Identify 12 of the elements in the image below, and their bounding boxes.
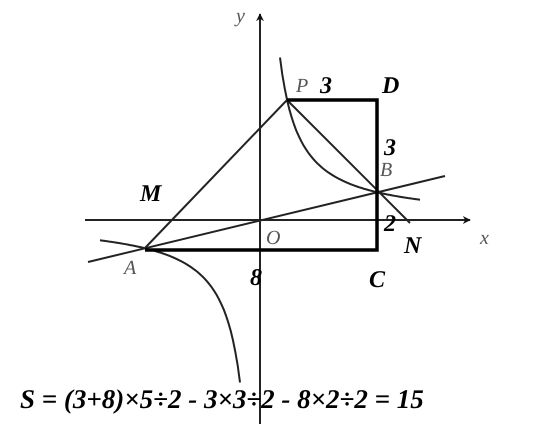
- length-label: 3: [384, 136, 396, 160]
- point-label: D: [382, 74, 400, 98]
- axis-label: y: [236, 6, 245, 26]
- point-label: P: [296, 76, 308, 96]
- point-label: C: [369, 268, 386, 292]
- point-label: O: [266, 228, 280, 248]
- axis-label: x: [480, 228, 489, 248]
- point-label: N: [404, 234, 422, 258]
- point-label: B: [380, 160, 392, 180]
- point-label: M: [140, 182, 162, 206]
- point-label: A: [124, 258, 136, 278]
- length-label: 3: [320, 74, 332, 98]
